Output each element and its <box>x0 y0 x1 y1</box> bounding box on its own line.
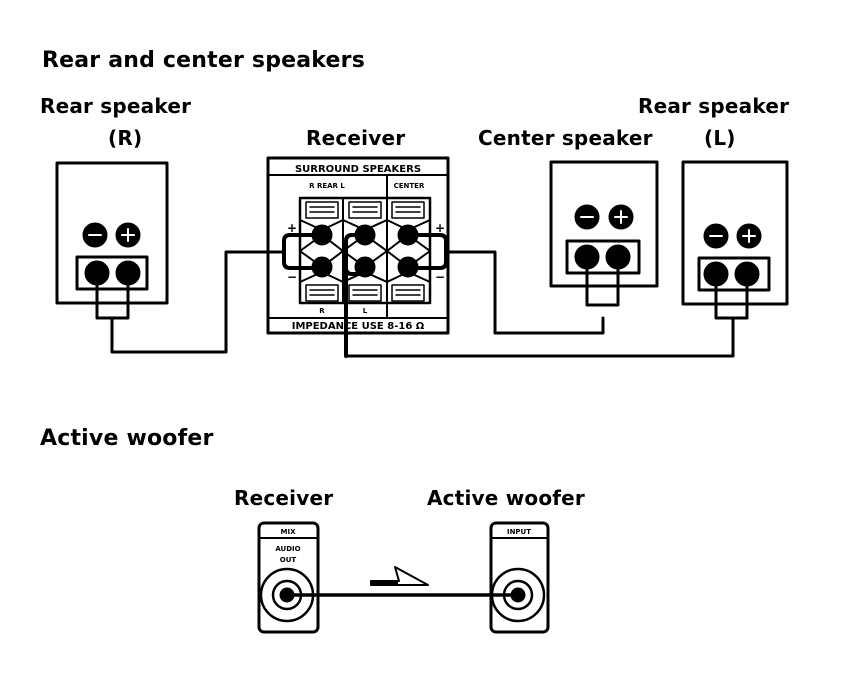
rear-speaker-r-label: Rear speaker <box>40 94 192 118</box>
panel-title: SURROUND SPEAKERS <box>295 164 421 175</box>
input-label: INPUT <box>507 528 531 536</box>
receiver-mix-audio-out-jack <box>257 521 320 634</box>
section-title-woofer: Active woofer <box>40 426 214 451</box>
woofer-receiver-label: Receiver <box>234 486 334 510</box>
woofer-input-jack <box>489 521 550 634</box>
speaker-cabinet <box>55 161 169 305</box>
cord-loop-rear-r <box>282 233 324 270</box>
cable-center <box>444 250 605 335</box>
audio-label: AUDIO <box>275 545 300 553</box>
group-center-label: CENTER <box>394 182 425 190</box>
col-l-label: L <box>363 307 368 315</box>
impedance-note: IMPEDANCE USE 8-16 Ω <box>292 321 425 332</box>
rear-speaker-r <box>55 161 169 320</box>
out-label: OUT <box>280 556 297 564</box>
rear-speaker-r-channel: (R) <box>108 126 143 150</box>
mix-label: MIX <box>281 528 297 536</box>
cable-rear-left <box>344 316 735 358</box>
receiver-label: Receiver <box>306 126 406 150</box>
center-speaker <box>549 160 659 307</box>
rear-speaker-l-channel: (L) <box>704 126 736 150</box>
col-r-label: R <box>319 307 325 315</box>
cord-loop-rear-l <box>344 233 367 358</box>
group-rear-label: R REAR L <box>309 182 345 190</box>
plus-sign: + <box>435 221 445 235</box>
plus-sign: + <box>287 221 297 235</box>
terminal-block <box>75 255 149 291</box>
section-title-rear-center: Rear and center speakers <box>42 48 366 73</box>
minus-sign: − <box>435 270 445 284</box>
speaker-cord-fork <box>95 278 130 320</box>
active-woofer-label: Active woofer <box>427 486 586 510</box>
receiver-speaker-panel <box>266 156 450 335</box>
cable-rear-right <box>110 250 286 354</box>
center-speaker-label: Center speaker <box>478 126 653 150</box>
rear-speaker-l <box>681 160 789 320</box>
rear-speaker-l-label: Rear speaker <box>638 94 790 118</box>
minus-sign: − <box>287 270 297 284</box>
